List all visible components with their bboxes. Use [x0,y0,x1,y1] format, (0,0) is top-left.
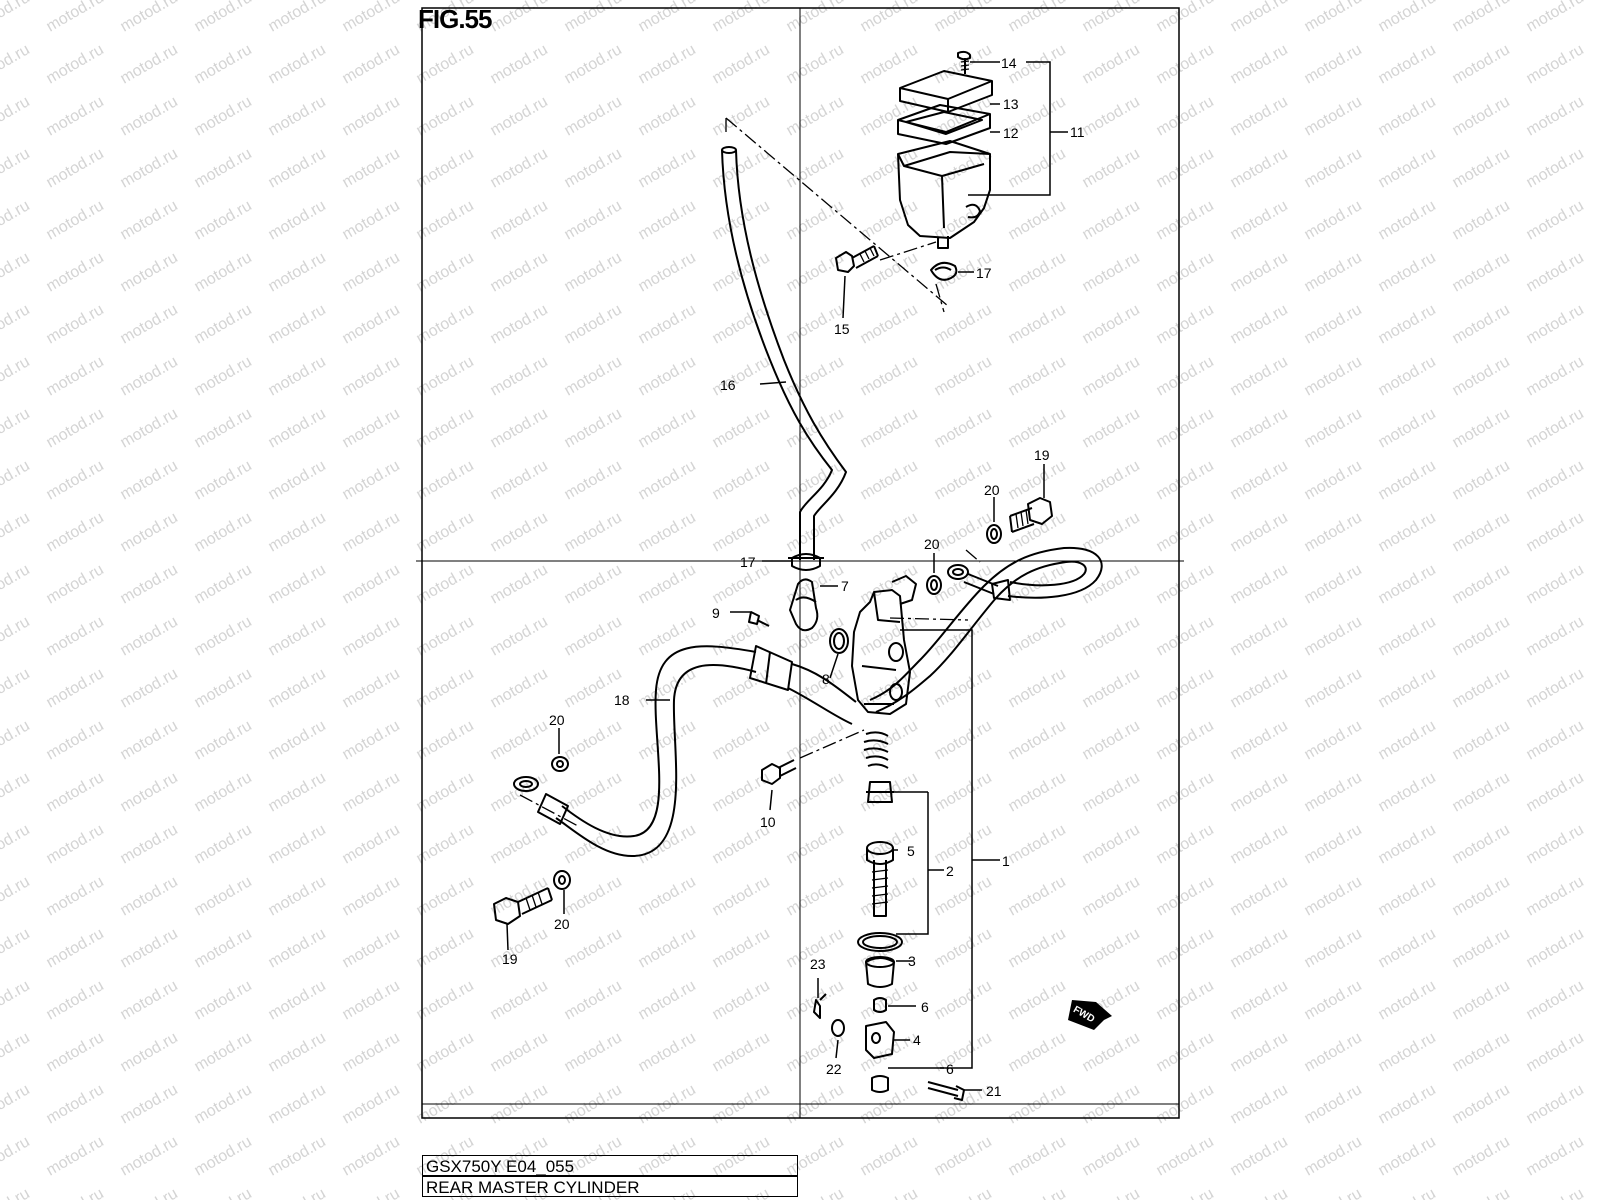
diagram-frame [416,7,1184,1119]
part-label-16: 16 [720,377,736,393]
part-label-9: 9 [712,605,720,621]
part-label-6-upper: 6 [921,999,929,1015]
part-label-12: 12 [1003,125,1019,141]
outlet-hose [869,546,1103,713]
part-label-22: 22 [826,1061,842,1077]
part-label-3: 3 [908,953,916,969]
master-cylinder-body [851,575,917,715]
reservoir-hose [721,146,847,560]
part-label-19-left: 19 [502,951,518,967]
leader-lines [506,61,1068,1091]
part-group-caption: REAR MASTER CYLINDER [422,1176,798,1197]
part-label-21: 21 [986,1083,1002,1099]
fwd-direction-marker: FWD [1068,1000,1112,1030]
part-label-20-right-lower: 20 [924,536,940,552]
part-label-13: 13 [1003,96,1019,112]
part-label-19-right: 19 [1034,447,1050,463]
part-number-labels: 14 13 12 11 17 15 16 19 20 20 17 7 9 8 1… [502,55,1085,1099]
part-label-10: 10 [760,814,776,830]
bolts-and-washers [493,497,1053,925]
part-label-23: 23 [810,956,826,972]
part-label-17-top: 17 [976,265,992,281]
part-label-5: 5 [907,843,915,859]
part-label-7: 7 [841,578,849,594]
part-label-20-left-upper: 20 [549,712,565,728]
brake-hose [513,645,857,857]
part-label-14: 14 [1001,55,1017,71]
part-label-4: 4 [913,1032,921,1048]
part-label-1: 1 [1002,853,1010,869]
part-label-6-lower: 6 [946,1061,954,1077]
part-label-17-lower: 17 [740,554,756,570]
part-label-8: 8 [822,671,830,687]
guide-lines [519,117,981,827]
hose-fitting-parts [748,553,849,654]
part-label-18: 18 [614,692,630,708]
reservoir-assembly [835,50,993,281]
part-label-20-left-lower: 20 [554,916,570,932]
model-code-caption: GSX750Y E04_055 [422,1155,798,1176]
part-label-2: 2 [946,863,954,879]
part-label-15: 15 [834,321,850,337]
part-label-11: 11 [1070,124,1085,140]
figure-title: FIG.55 [418,4,492,34]
part-label-20-right-upper: 20 [984,482,1000,498]
piston-assembly [813,731,965,1101]
